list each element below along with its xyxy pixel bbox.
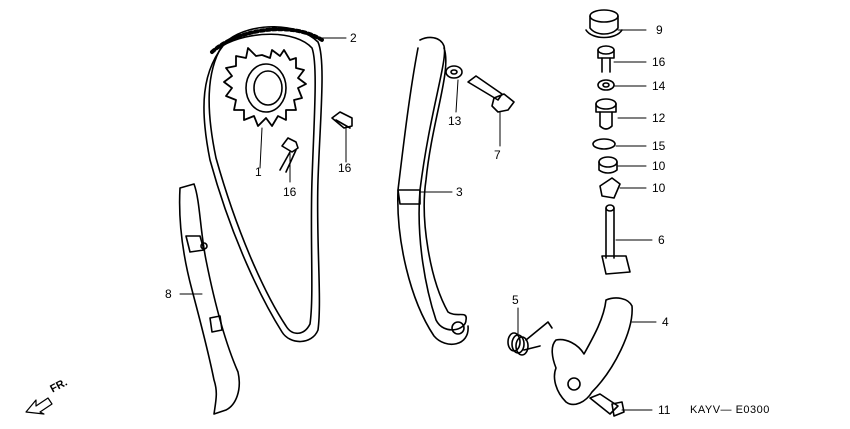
tensioner-bolt xyxy=(597,45,615,73)
diagram-code: KAYV— E0300 xyxy=(690,404,770,416)
tensioner-push-rod xyxy=(601,204,631,275)
callout-4: 4 xyxy=(662,315,669,329)
callout-12: 13 xyxy=(448,114,462,128)
tensioner-o-ring xyxy=(592,138,616,150)
tensioner-collar-upper xyxy=(598,156,618,174)
tensioner-washer xyxy=(597,79,615,91)
tensioner-spring xyxy=(507,321,553,356)
callout-10: 10 xyxy=(652,181,666,195)
leader-lines xyxy=(179,29,657,411)
callout-16: 16 xyxy=(338,161,352,175)
callout-5: 5 xyxy=(512,293,519,307)
cam-chain xyxy=(203,25,324,343)
callout-9: 9 xyxy=(656,23,663,37)
callout-14: 15 xyxy=(652,139,666,153)
callout-6: 6 xyxy=(658,233,665,247)
chain-tensioner-arm xyxy=(397,36,469,346)
callout-16: 16 xyxy=(283,185,297,199)
tensioner-cap xyxy=(585,9,623,39)
callout-3: 3 xyxy=(456,185,463,199)
callout-2: 2 xyxy=(350,31,357,45)
cam-sprocket xyxy=(223,47,307,127)
tensioner-collar-lower xyxy=(599,177,621,199)
sprocket-bolt-left xyxy=(279,137,299,173)
callout-10: 10 xyxy=(652,159,666,173)
tensioner-body xyxy=(595,98,617,130)
chain-guide xyxy=(178,183,241,415)
callout-1: 1 xyxy=(255,165,262,179)
callout-13: 14 xyxy=(652,79,666,93)
washer xyxy=(445,65,463,79)
callout-16: 16 xyxy=(652,55,666,69)
front-direction-arrow xyxy=(25,397,53,415)
sprocket-bolt-right xyxy=(331,111,353,129)
tensioner-lifter-arm xyxy=(551,297,633,406)
lifter-bolt xyxy=(589,393,625,417)
callout-11: 12 xyxy=(652,111,666,125)
pivot-bolt xyxy=(467,75,515,113)
callout-8: 8 xyxy=(165,287,172,301)
callout-7: 7 xyxy=(494,148,501,162)
callout-15: 11 xyxy=(658,403,671,417)
